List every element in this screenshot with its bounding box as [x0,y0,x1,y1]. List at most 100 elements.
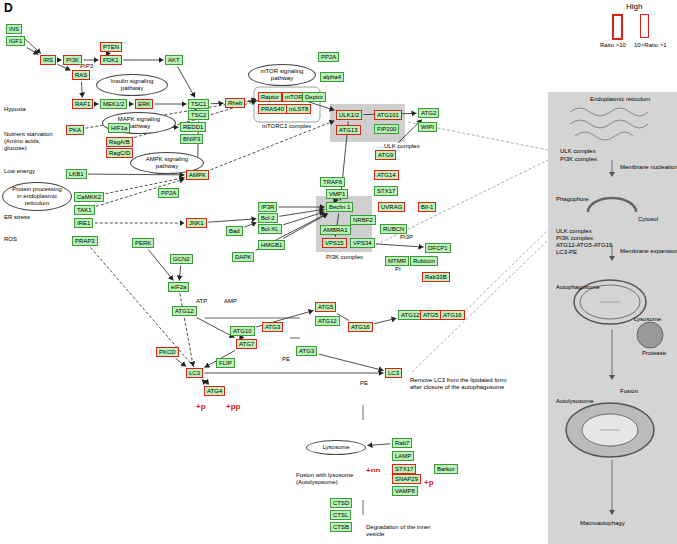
node-label: ATG10 [233,327,252,335]
node-label: ATG3 [265,323,280,331]
gene-box: Rab33B [422,272,450,282]
gene-box: ATG5 [315,302,336,312]
panel-label: Phagophore [556,196,589,203]
gene-box: UVRAG [378,202,405,212]
node-label: Bcl-2 [261,214,275,222]
gene-box: PP2A [158,188,179,198]
node-label: GCN2 [173,255,190,263]
gene-box: RagA/B [106,137,133,147]
node-label: STX17 [377,187,395,195]
node-label: RagA/B [109,138,130,146]
panel-label: Endoplasmic reticulum [590,96,650,103]
annotation: High [626,2,642,11]
panel-label: Membrane nucleation [620,164,677,171]
node-label: REDD1 [183,123,203,131]
legend-text: 10>Ratio >1 [634,42,667,49]
pathway-oval: mTOR signaling pathway [248,64,316,86]
annotation: PE [282,356,290,363]
node-label: LAMP [395,452,411,460]
node-label: mTOR [285,93,303,101]
node-label: AMBRA1 [323,226,348,234]
connector [208,219,256,222]
node-label: AMPK signaling pathway [138,156,196,170]
node-label: AKT [168,56,180,64]
gene-box: LC3 [186,368,203,378]
gene-box: eIF2a [168,282,189,292]
gene-box: ATG13 [336,125,361,135]
connector [179,266,180,281]
annotation: Nutrient starvation (Amino acids, glucos… [4,131,62,152]
pathway-oval: Lysosome [306,440,366,455]
annotation: +pp [226,402,240,411]
gene-box: INS [6,24,22,34]
connector [58,60,62,61]
annotation: ER stress [4,214,30,221]
connector [319,354,384,370]
panel-label: Macroautophagy [580,520,625,527]
gene-box: REDD1 [180,122,206,132]
annotation: Fusion with lysosome (Autolysosome) [296,472,384,486]
node-label: CaMKK2 [77,193,101,201]
gene-box: ATG12 [398,310,423,320]
gene-box: Rab7 [392,438,412,448]
node-label: PRAP3 [75,237,95,245]
node-label: ATG4 [207,387,222,395]
gene-box: TSC2 [188,110,209,120]
gene-box: FLIP [216,358,235,368]
panel-label: Membrane expansion [620,248,677,255]
node-label: MEK1/2 [103,100,124,108]
connector [211,103,224,104]
gene-box: STX17 [392,464,416,474]
annotation: ROS [4,236,17,243]
node-label: alpha4 [323,73,341,81]
node-label: VAMP8 [395,487,415,495]
node-label: Beclin 1 [329,203,350,211]
node-label: ATG12 [175,307,194,315]
panel-label: Protease [642,350,666,357]
gene-box: PKCD [156,347,179,357]
node-label: PRAS40 [261,105,284,113]
node-label: PERK [135,239,151,247]
gene-box: GCN2 [170,254,193,264]
panel-label: ULK complex [560,148,596,155]
gene-box: Rheb [225,98,245,108]
gene-box: SNAP29 [392,474,421,484]
panel-label: Autolysosome [556,398,594,405]
annotation: PI3P [400,234,413,241]
node-label: STX17 [395,465,413,473]
gene-box: IRE1 [74,218,93,228]
gene-box: PP2A [318,52,339,62]
gene-box: PKA [66,125,84,135]
gene-box: AMBRA1 [320,225,351,235]
panel-label: PI3K complex [560,156,597,163]
gene-box: ATG101 [374,110,402,120]
node-label: PI3K [66,56,79,64]
node-label: PKCD [159,348,176,356]
node-label: ATG5 [423,311,438,319]
gene-box: MTMR [385,256,409,266]
gene-box: PERK [132,238,154,248]
node-label: BNIP3 [183,135,200,143]
gene-box: ATG16 [440,310,465,320]
gene-box: alpha4 [320,72,344,82]
node-label: Rab33B [425,273,447,281]
gene-box: ATG12 [172,306,197,316]
gene-box: DFCP1 [425,243,451,253]
node-label: Bcl-XL [261,225,279,233]
connector [129,104,134,105]
annotation: +p [424,478,434,487]
gene-box: TSC1 [188,99,209,109]
gene-box: TAK1 [74,205,95,215]
node-label: Bif-1 [421,203,433,211]
node-label: PP2A [161,189,176,197]
gene-box: CTSL [330,510,351,520]
gene-box: PRAS40 [258,104,287,114]
node-label: CTSL [333,511,348,519]
gene-box: FIP200 [374,124,399,134]
connector [205,373,384,374]
node-label: ERK [138,100,150,108]
connector [368,444,391,446]
gene-box: AKT [165,55,183,65]
panel-label: ULK complex [556,228,592,235]
connector [279,209,324,216]
